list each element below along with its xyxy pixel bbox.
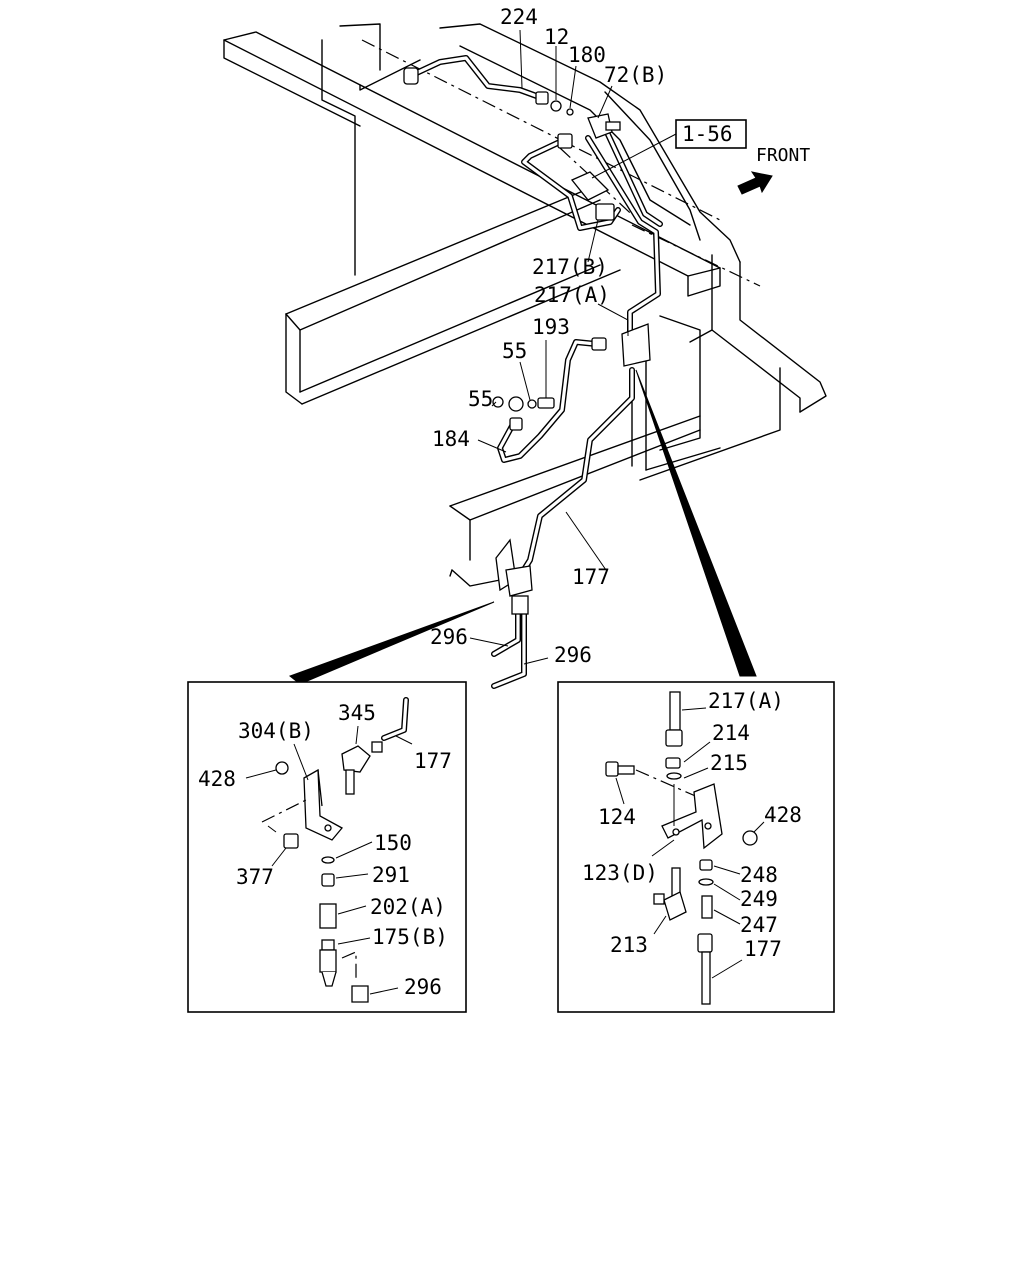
detail-left-labels: 304(B) 345 177 428 150 377 291 202(A) 17… [198, 701, 452, 999]
leader-lines [469, 29, 677, 665]
detail-box-left [187, 681, 467, 1013]
pipe-lines [407, 55, 663, 689]
detail-right-labels: 217(A) 214 215 124 428 123(D) 248 249 24… [582, 689, 802, 961]
detail-box-right [557, 681, 835, 1013]
vehicle-frame [223, 23, 827, 587]
detail-left-label-177[interactable]: 177 [414, 749, 452, 773]
detail-right-label-428[interactable]: 428 [764, 803, 802, 827]
detail-left-label-296[interactable]: 296 [404, 975, 442, 999]
label-193[interactable]: 193 [532, 315, 570, 339]
label-12[interactable]: 12 [544, 25, 569, 49]
front-indicator: FRONT [737, 145, 810, 195]
main-parts [403, 67, 651, 615]
main-part-labels: 224 12 180 72(B) 217(B) 217(A) 193 55 55… [430, 5, 667, 667]
detail-right-label-249[interactable]: 249 [740, 887, 778, 911]
label-55-left[interactable]: 55 [468, 387, 493, 411]
detail-right-label-247[interactable]: 247 [740, 913, 778, 937]
detail-left-label-175b[interactable]: 175(B) [372, 925, 448, 949]
label-180[interactable]: 180 [568, 43, 606, 67]
label-72b[interactable]: 72(B) [604, 63, 667, 87]
detail-left-label-377[interactable]: 377 [236, 865, 274, 889]
reference-box-group[interactable]: 1-56 [675, 119, 747, 149]
front-label: FRONT [756, 145, 810, 166]
detail-right-label-217a[interactable]: 217(A) [708, 689, 784, 713]
label-55-right[interactable]: 55 [502, 339, 527, 363]
label-217b[interactable]: 217(B) [532, 255, 608, 279]
label-184[interactable]: 184 [432, 427, 470, 451]
detail-right-label-124[interactable]: 124 [598, 805, 636, 829]
detail-right-label-177[interactable]: 177 [744, 937, 782, 961]
detail-right-label-123d[interactable]: 123(D) [582, 861, 658, 885]
detail-left-label-202a[interactable]: 202(A) [370, 895, 446, 919]
label-177[interactable]: 177 [572, 565, 610, 589]
label-296-upper[interactable]: 296 [430, 625, 468, 649]
detail-left-label-428[interactable]: 428 [198, 767, 236, 791]
label-217a[interactable]: 217(A) [534, 283, 610, 307]
reference-box-label: 1-56 [682, 122, 733, 146]
detail-left-label-291[interactable]: 291 [372, 863, 410, 887]
detail-left-label-345[interactable]: 345 [338, 701, 376, 725]
detail-right-label-214[interactable]: 214 [712, 721, 750, 745]
callout-wedges [288, 369, 757, 685]
detail-right-label-248[interactable]: 248 [740, 863, 778, 887]
detail-right-label-215[interactable]: 215 [710, 751, 748, 775]
front-arrow-icon [737, 171, 773, 195]
detail-left-label-304b[interactable]: 304(B) [238, 719, 314, 743]
detail-left-label-150[interactable]: 150 [374, 831, 412, 855]
label-224[interactable]: 224 [500, 5, 538, 29]
label-296-lower[interactable]: 296 [554, 643, 592, 667]
detail-right-label-213[interactable]: 213 [610, 933, 648, 957]
